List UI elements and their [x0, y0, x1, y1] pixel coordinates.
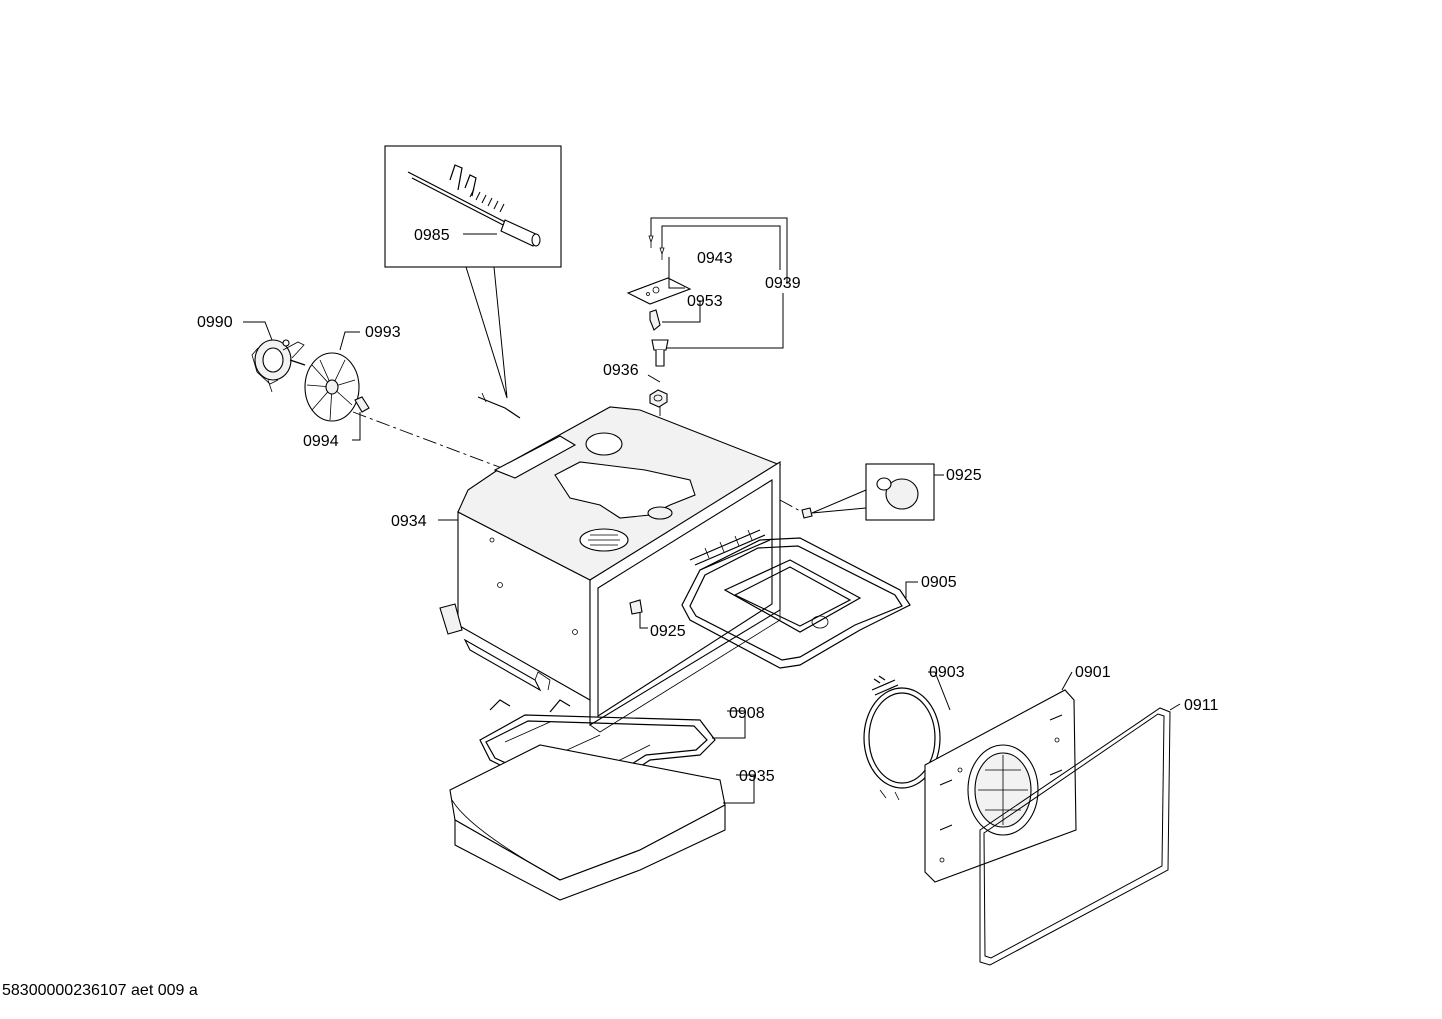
back-panel-0901 [924, 689, 1077, 883]
door-gasket-0911 [979, 707, 1171, 966]
probe-sensor [477, 392, 521, 419]
callout-0943: 0943 [697, 250, 733, 267]
callout-0925-mid: 0925 [650, 623, 686, 640]
callout-0994: 0994 [303, 433, 339, 450]
fan-wheel-0993 [304, 352, 360, 422]
callout-0934: 0934 [391, 513, 427, 530]
leader-lines [243, 233, 1181, 804]
callout-0936: 0936 [603, 362, 639, 379]
fan-motor-0990 [251, 339, 306, 393]
nut-0994 [354, 396, 370, 413]
oven-cavity-0934 [439, 406, 782, 733]
callout-0990: 0990 [197, 314, 233, 331]
callout-0935: 0935 [739, 768, 775, 785]
insulation-0935 [449, 744, 726, 901]
round-heater-0903 [863, 675, 941, 801]
detail-inset-0985 [384, 145, 562, 399]
callout-0911: 0911 [1184, 697, 1219, 714]
top-heater-0905 [681, 529, 911, 669]
light-assembly [626, 217, 788, 408]
callout-0901: 0901 [1075, 664, 1111, 681]
callout-labels: 0985 0943 0939 0953 0936 0990 0993 0994 … [197, 227, 1219, 785]
callout-0903: 0903 [929, 664, 965, 681]
callout-0939: 0939 [765, 275, 801, 292]
callout-0953: 0953 [687, 293, 723, 310]
cable-spring [469, 188, 505, 213]
lamp-0925 [629, 463, 935, 615]
callout-0993: 0993 [365, 324, 401, 341]
callout-0925-top: 0925 [946, 467, 982, 484]
callout-0985: 0985 [414, 227, 450, 244]
callout-0908: 0908 [729, 705, 765, 722]
callout-0905: 0905 [921, 574, 957, 591]
document-id: 58300000236107 aet 009 a [2, 982, 198, 999]
